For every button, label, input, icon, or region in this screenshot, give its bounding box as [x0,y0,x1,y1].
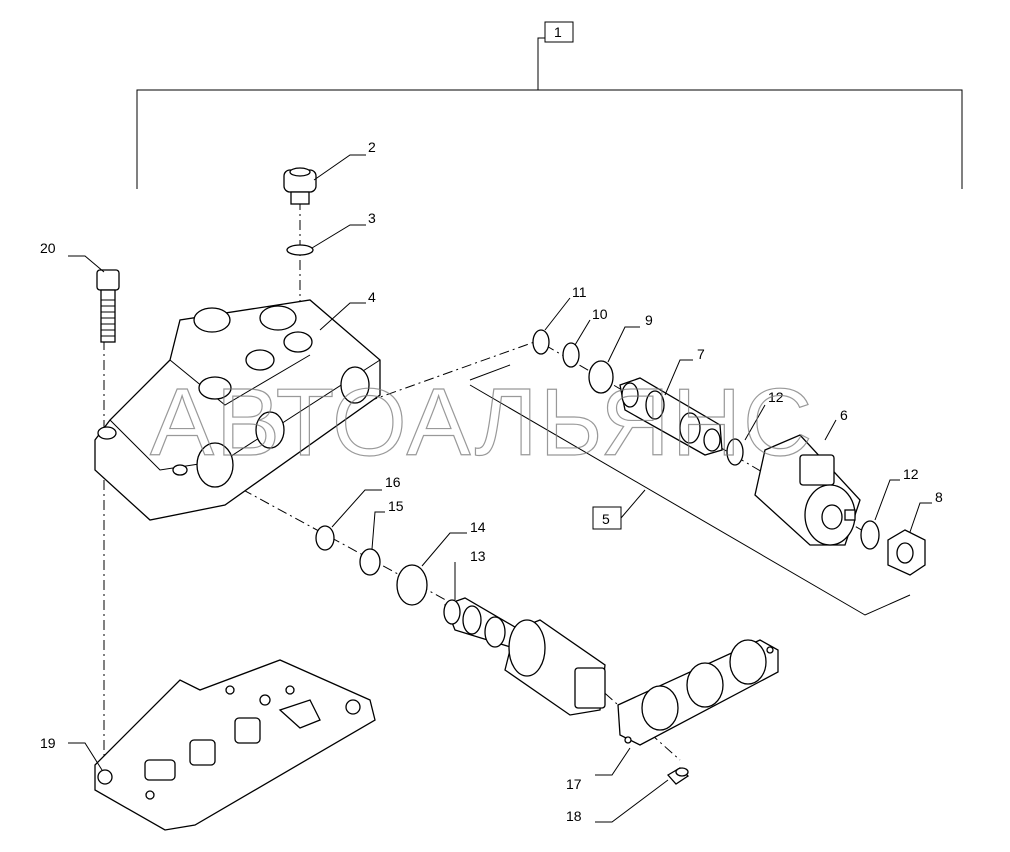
o-ring-part-14 [396,564,428,606]
callout-6: 6 [840,407,848,423]
callout-1: 1 [554,24,562,40]
subassembly-5-bracket [469,364,911,616]
callout-15: 15 [388,498,404,514]
callout-12-lower: 12 [903,466,919,482]
callout-14: 14 [470,519,486,535]
callout-16: 16 [385,474,401,490]
screw-part-18 [666,767,690,785]
o-ring-part-10 [562,342,580,368]
o-ring-part-15 [359,548,381,576]
o-ring-part-12-upper [726,438,744,466]
callout-19: 19 [40,735,56,751]
coil-part-6 [754,434,861,546]
callout-labels: 1 2 3 20 4 11 10 9 7 12 6 12 8 5 16 15 1… [40,24,943,824]
callout-18: 18 [566,808,582,824]
gasket-plate-part-19 [94,659,376,831]
leader-lines [68,154,932,823]
valve-body-part-4 [94,299,381,521]
solenoid-valve-part-13 [443,597,606,716]
gasket-part-17 [617,639,779,746]
assembly-bracket [136,21,963,189]
callout-3: 3 [368,210,376,226]
bolt-part-20 [96,269,120,343]
callout-8: 8 [935,489,943,505]
callout-13: 13 [470,548,486,564]
callout-4: 4 [368,289,376,305]
callout-9: 9 [645,312,653,328]
cartridge-valve-part-7 [619,377,723,456]
callout-5: 5 [602,511,610,527]
callout-20: 20 [40,240,56,256]
callout-11: 11 [572,284,587,300]
watermark-text: АВТОАЛЬЯНС [150,369,814,476]
o-ring-part-11 [532,329,550,355]
nut-part-8 [887,529,926,576]
o-ring-part-3 [286,244,314,256]
callout-7: 7 [697,346,705,362]
o-ring-part-9 [588,360,614,394]
o-ring-part-16 [315,525,335,551]
plug-part-2 [283,167,317,205]
o-ring-part-12-lower [860,520,880,550]
callout-2: 2 [368,139,376,155]
callout-10: 10 [592,306,608,322]
callout-12-upper: 12 [768,389,784,405]
callout-17: 17 [566,776,582,792]
